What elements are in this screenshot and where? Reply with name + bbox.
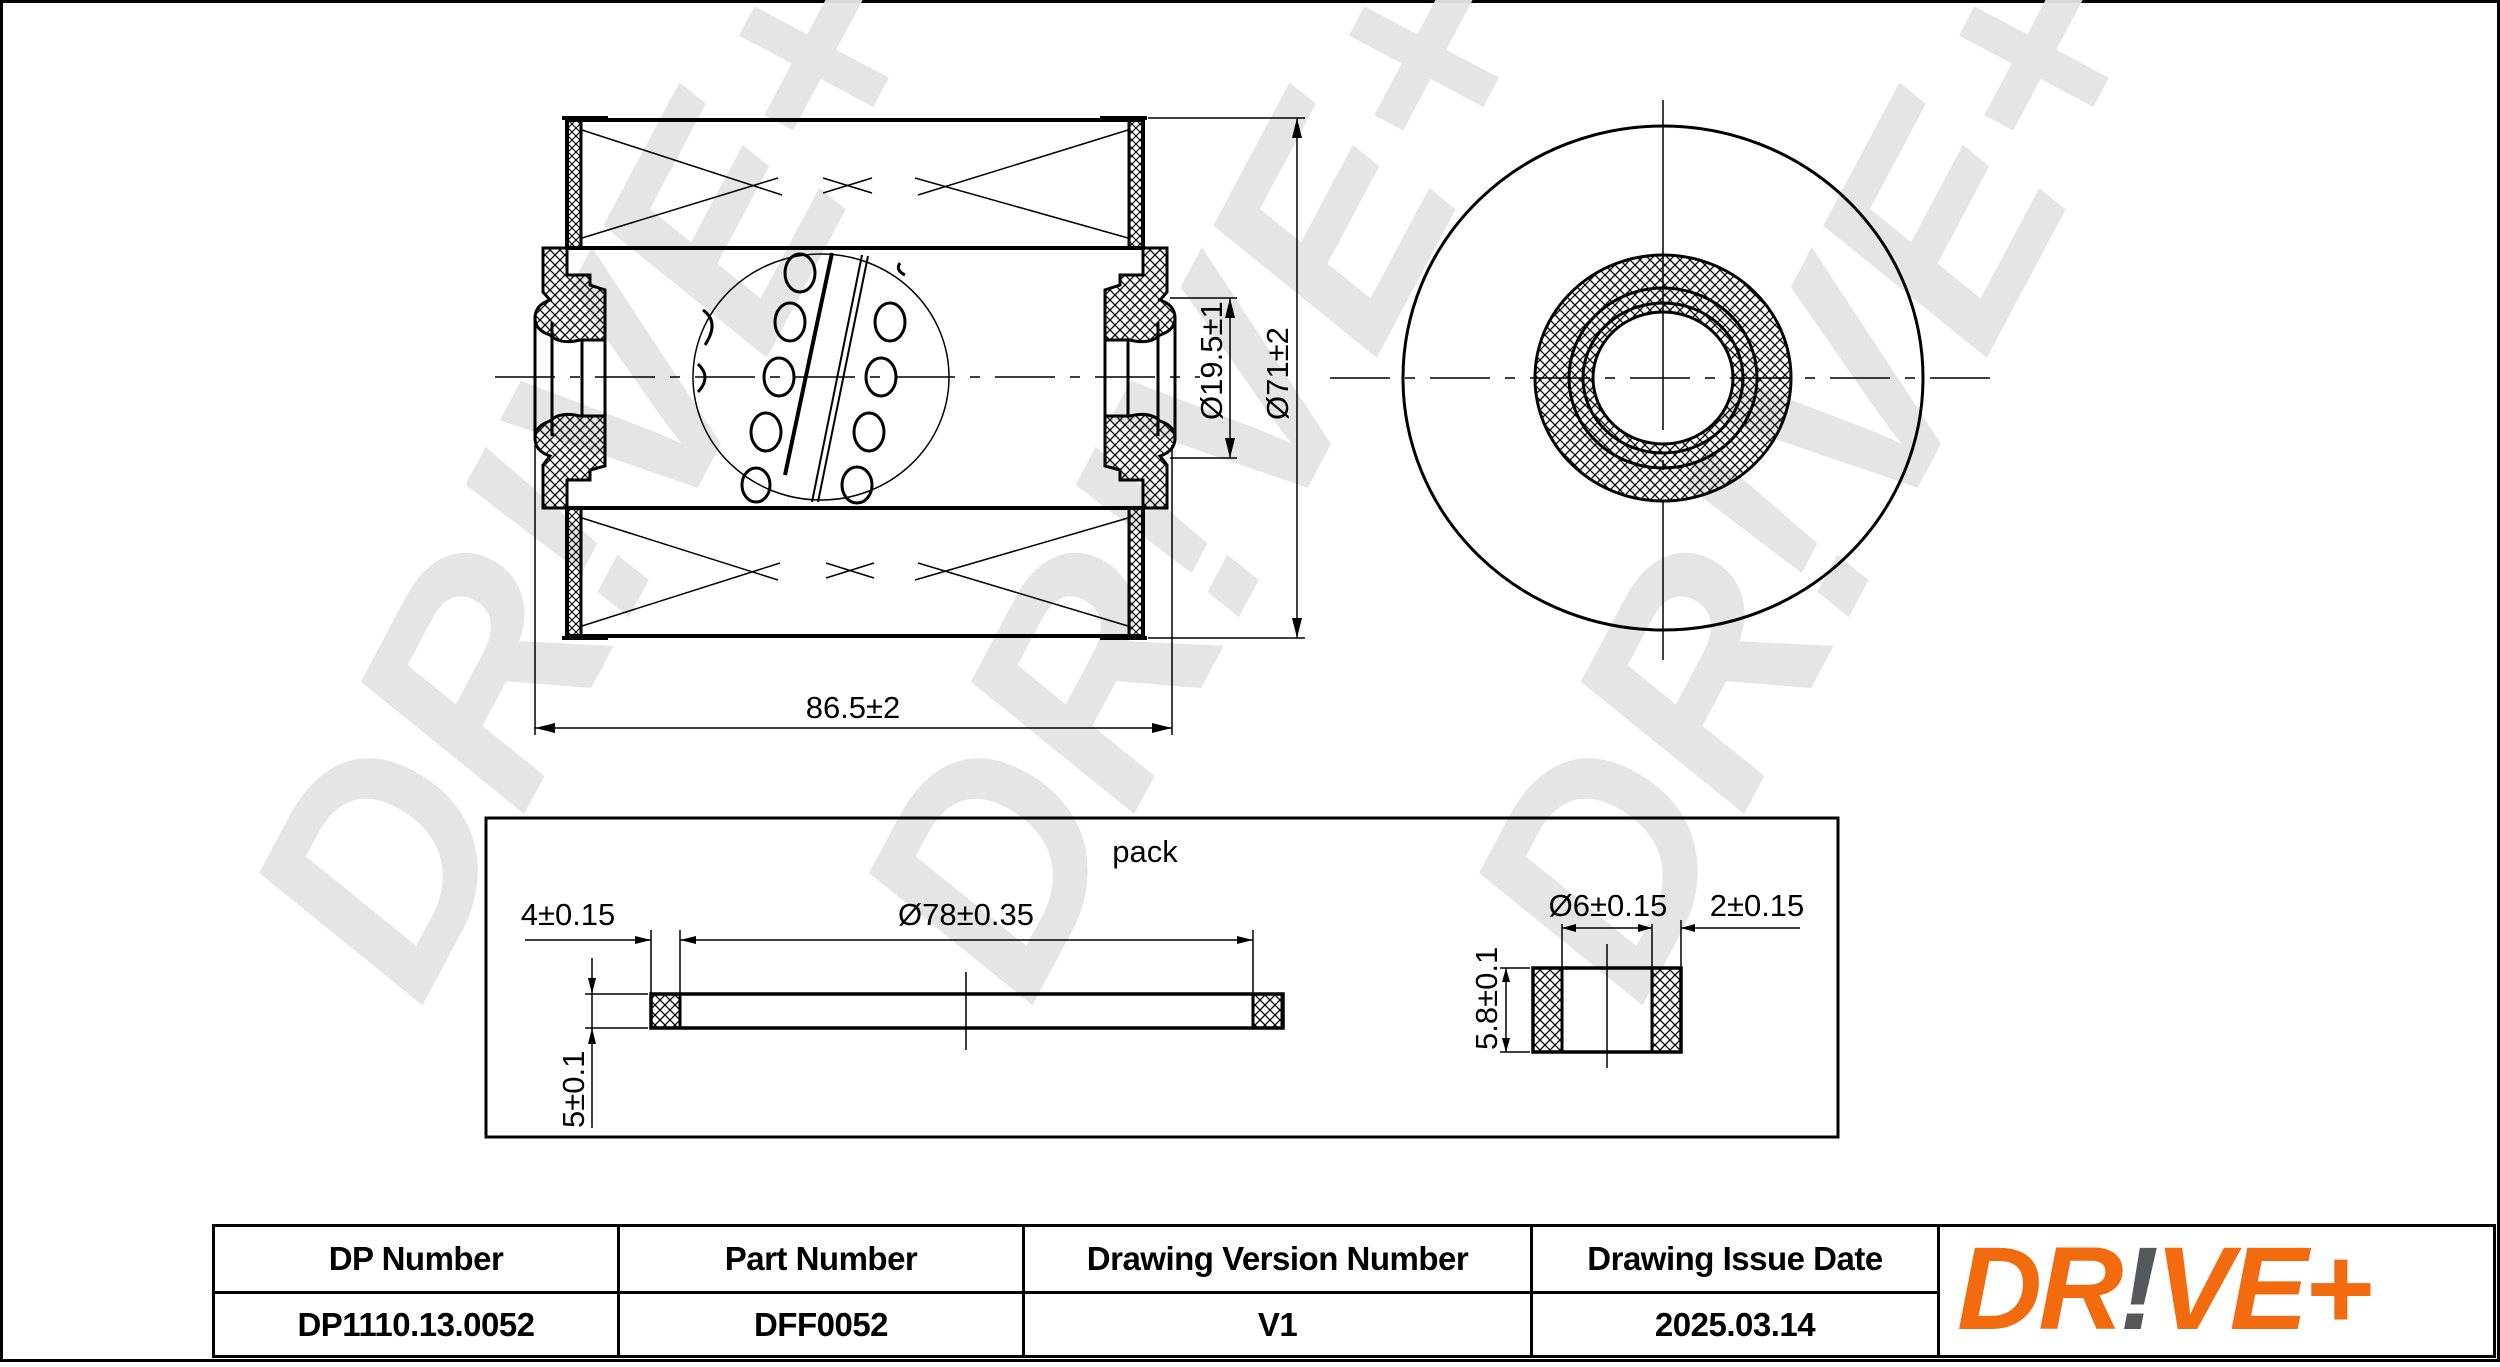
- pack-ring-thickness-label: 5±0.1: [556, 1051, 591, 1128]
- filter-section-view: [495, 116, 1305, 735]
- dim-inner-diameter-label: Ø19.5±1: [1194, 301, 1229, 420]
- pack-title: pack: [1112, 834, 1178, 869]
- small-ring-wall-label: 2±0.15: [1710, 888, 1805, 923]
- value-drawing-version: V1: [1025, 1294, 1533, 1355]
- dim-length-label: 86.5±2: [806, 690, 901, 725]
- header-issue-date: Drawing Issue Date: [1533, 1227, 1940, 1294]
- value-issue-date: 2025.03.14: [1533, 1294, 1940, 1355]
- drive-logo-icon: DR!VE+: [1957, 1241, 2375, 1341]
- pack-ring-diameter-label: Ø78±0.35: [898, 897, 1034, 932]
- pack-ring-width-label: 4±0.15: [521, 897, 616, 932]
- dim-outer-diameter-label: Ø71±2: [1260, 327, 1295, 420]
- small-ring-diameter-label: Ø6±0.15: [1549, 888, 1668, 923]
- brand-logo: DR!VE+: [1940, 1227, 2493, 1355]
- header-part-number: Part Number: [620, 1227, 1025, 1294]
- small-ring-height-label: 5.8±0.1: [1469, 947, 1504, 1050]
- value-dp-number: DP1110.13.0052: [215, 1294, 620, 1355]
- value-part-number: DFF0052: [620, 1294, 1025, 1355]
- title-block: DP Number Part Number Drawing Version Nu…: [212, 1224, 2496, 1358]
- filter-end-view: [1330, 100, 2000, 660]
- header-drawing-version: Drawing Version Number: [1025, 1227, 1533, 1294]
- svg-text:DR!VE+: DR!VE+: [1957, 1241, 2371, 1341]
- header-dp-number: DP Number: [215, 1227, 620, 1294]
- pack-section: [484, 816, 1840, 1139]
